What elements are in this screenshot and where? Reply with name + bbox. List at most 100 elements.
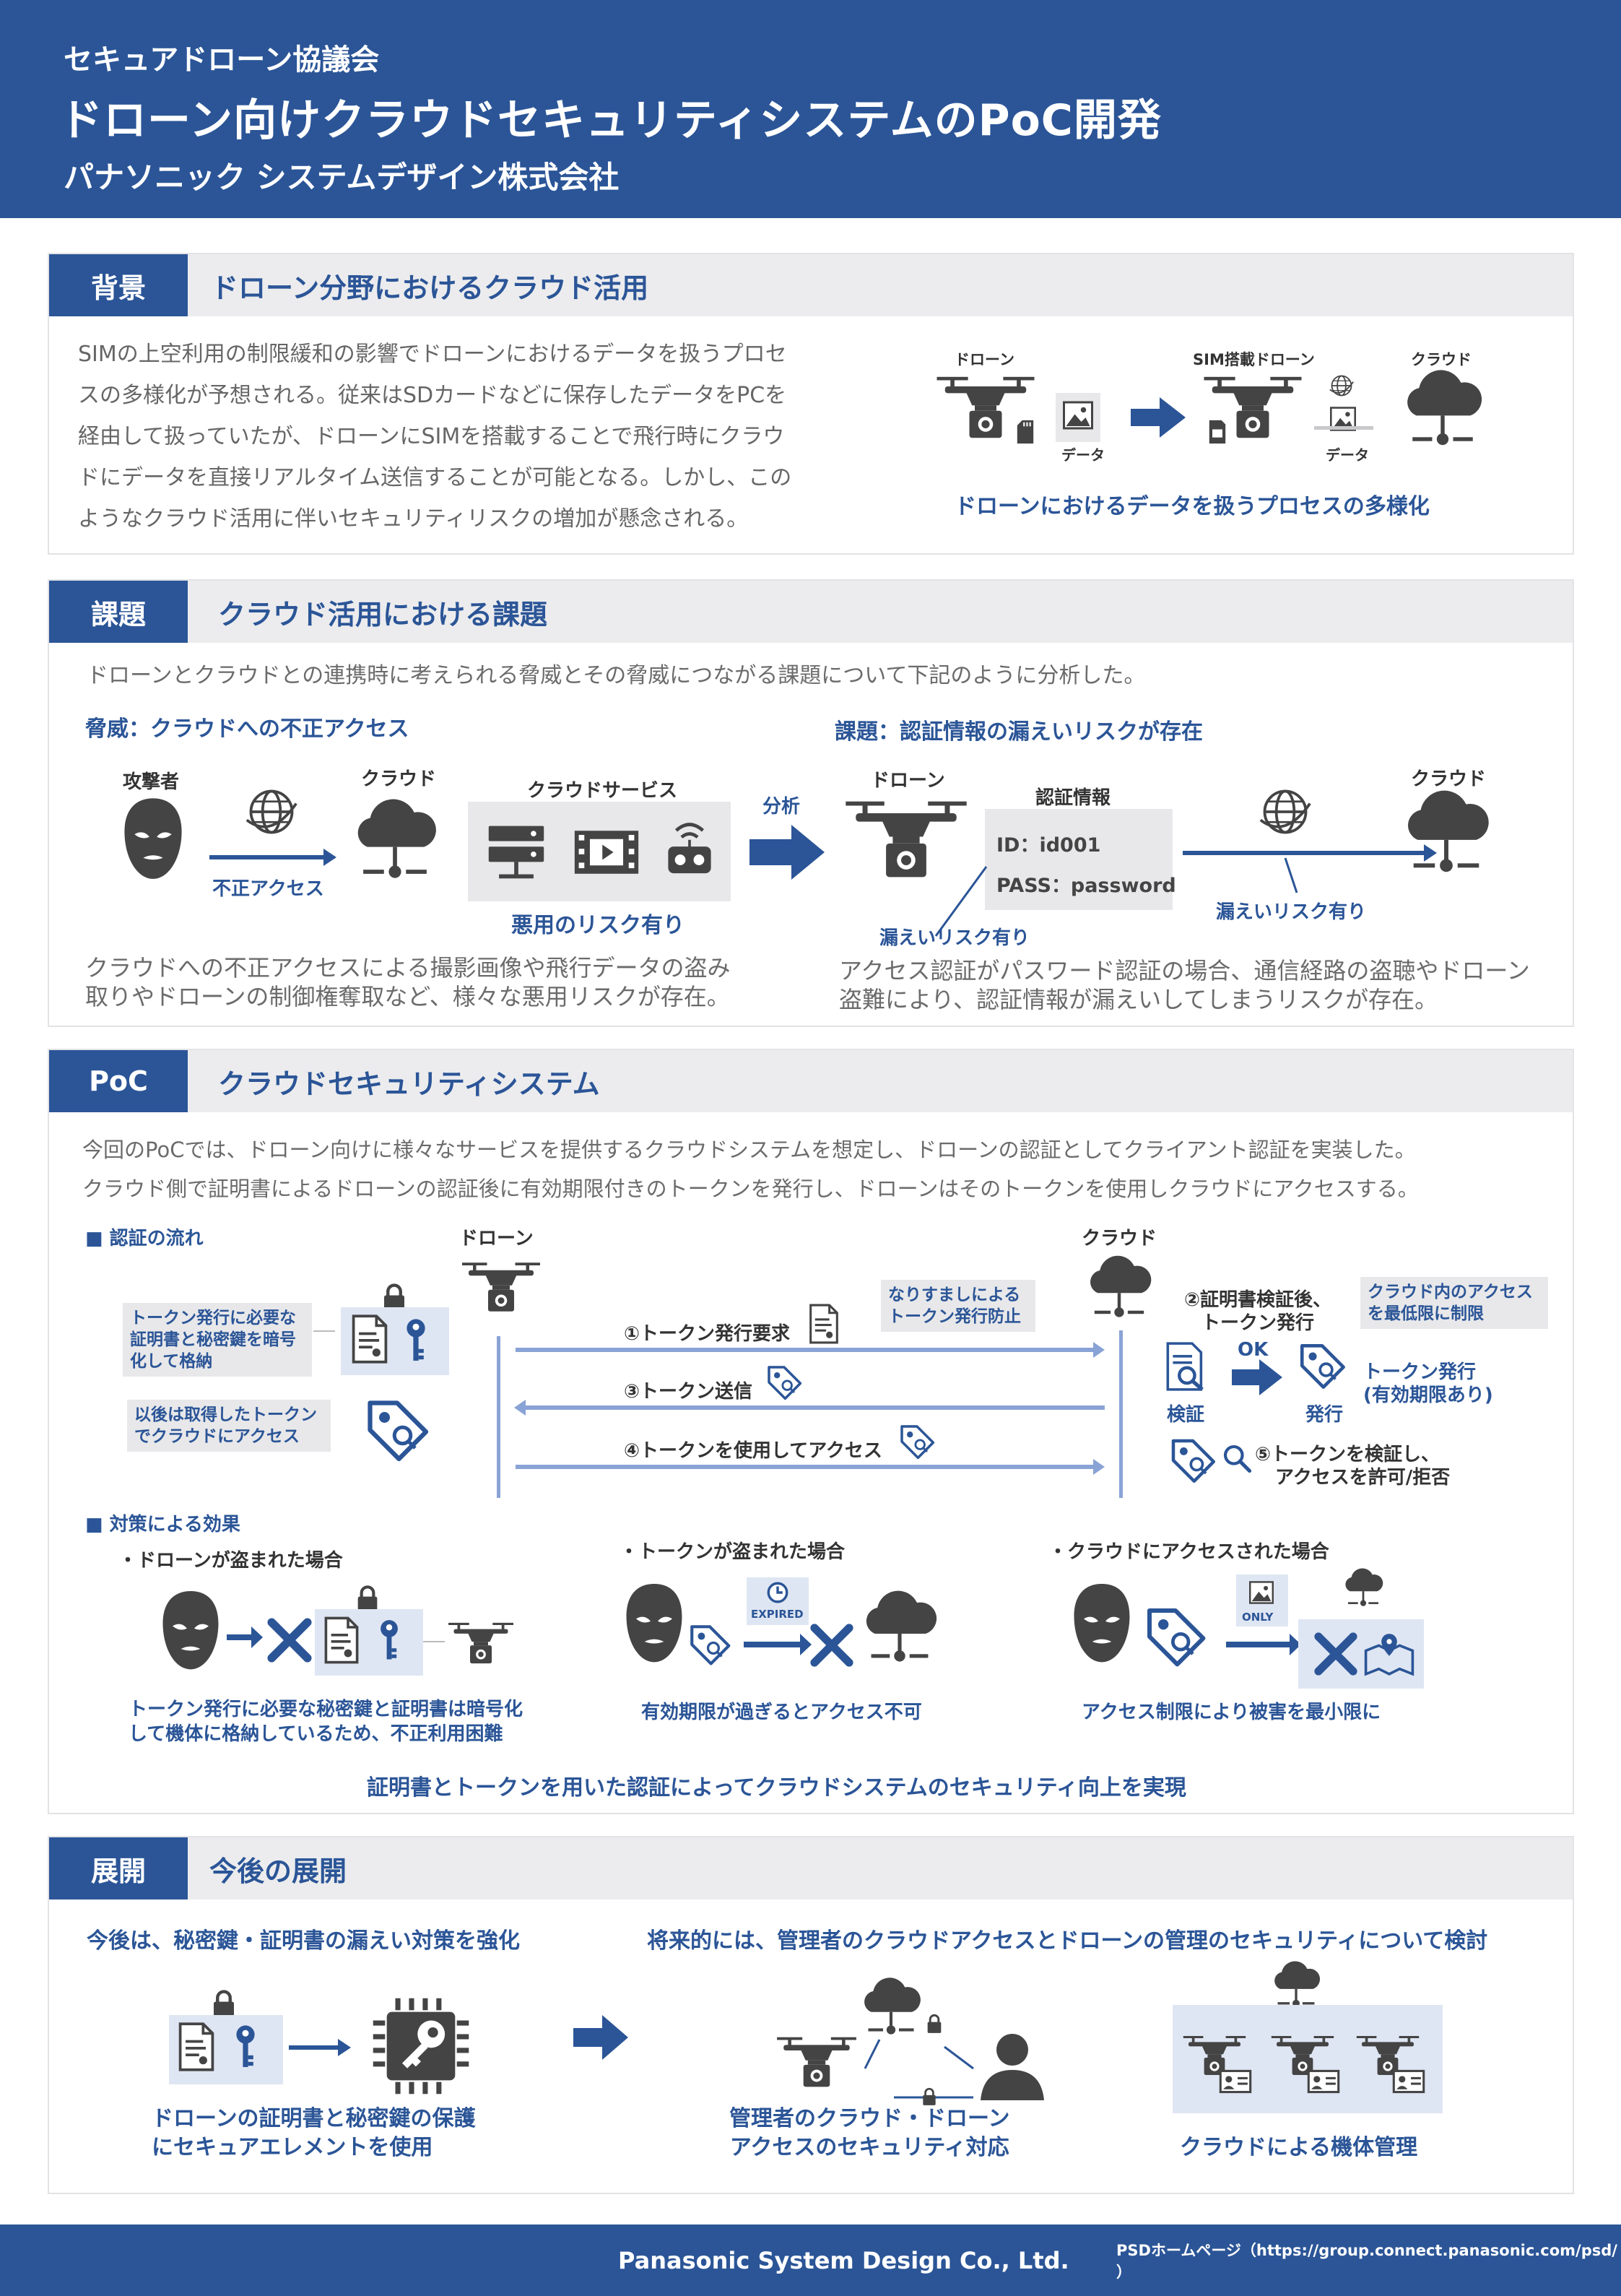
text-line: 取りやドローンの制御権奪取など、様々な悪用リスクが存在。: [85, 983, 730, 1010]
section-tag: 課題: [49, 581, 188, 643]
case2-heading: ・トークンが盗まれた場合: [620, 1541, 846, 1563]
auth-info-label: 認証情報: [1035, 787, 1111, 809]
connector-line: [313, 1330, 335, 1332]
process-arrow-icon: [1131, 397, 1186, 438]
fig-label-drone: ドローン: [955, 351, 1014, 368]
blocked-cross-icon: [809, 1622, 855, 1668]
fig-label-data: データ: [1326, 446, 1369, 464]
background-section: 背景 ドローン分野におけるクラウド活用 SIMの上空利用の制限緩和の影響でドロー…: [48, 253, 1574, 555]
certificate-icon: [176, 2021, 217, 2073]
clock-icon: [765, 1580, 790, 1605]
blocked-cross-icon: [266, 1616, 313, 1664]
key-icon: [403, 1316, 429, 1366]
id-card-icon: [1307, 2068, 1340, 2094]
map-icon: [1363, 1631, 1415, 1677]
unauthorized-label: 不正アクセス: [212, 878, 324, 900]
text-line: ②証明書検証後、: [1184, 1289, 1332, 1311]
case3-text: アクセス制限により被害を最小限に: [1082, 1702, 1381, 1723]
case2-text: 有効期限が過ぎるとアクセス不可: [641, 1702, 922, 1723]
step4-label: ④トークンを使用してアクセス: [624, 1440, 882, 1462]
issue-label: 発行: [1305, 1404, 1344, 1426]
poc-intro-1: 今回のPoCでは、ドローン向けに様々なサービスを提供するクラウドシステムを想定し…: [82, 1138, 1416, 1162]
page-header: セキュアドローン協議会 ドローン向けクラウドセキュリティシステムのPoC開発 パ…: [0, 0, 1621, 218]
globe-icon: [1258, 784, 1313, 839]
issues-intro: ドローンとクラウドとの連携時に考えられる脅威とその脅威につながる課題について下記…: [87, 663, 1146, 688]
text-line: ようなクラウド活用に伴いセキュリティリスクの増加が懸念される。: [78, 506, 749, 532]
magnify-icon: [1222, 1443, 1252, 1473]
page-footer: Panasonic System Design Co., Ltd. PSDホーム…: [0, 2224, 1621, 2296]
footer-homepage-link[interactable]: PSDホームページ（https://group.connect.panasoni…: [1116, 2241, 1617, 2281]
verify-icon: [1164, 1340, 1209, 1392]
drone-icon: [458, 1257, 544, 1317]
note-line: なりすましによる: [888, 1286, 1021, 1304]
key-icon: [232, 2022, 258, 2073]
text-line: 経由して扱っていたが、ドローンにSIMを搭載することで飛行時にクラウ: [78, 424, 785, 449]
future-right-heading: 将来的には、管理者のクラウドアクセスとドローンの管理のセキュリティについて検討: [647, 1928, 1488, 1954]
small-arrow-icon: [227, 1626, 263, 1648]
cloud-icon: [1082, 1254, 1157, 1325]
threat-heading: 脅威：クラウドへの不正アクセス: [85, 716, 409, 742]
cloud-lifeline: [1119, 1330, 1123, 1498]
note-line: トークン発行防止: [888, 1307, 1021, 1326]
text-line: アクセス認証がパスワード認証の場合、通信経路の盗聴やドローン: [839, 957, 1530, 984]
token-icon: [1141, 1602, 1210, 1671]
cloud-icon: [1396, 789, 1496, 881]
key-icon: [377, 1616, 401, 1665]
token-icon: [764, 1362, 804, 1403]
text-line: 管理者のクラウド・ドローン: [729, 2106, 1010, 2131]
cloud-label: クラウド: [361, 768, 437, 790]
controller-icon: [663, 816, 716, 878]
leak-risk-label: 漏えいリスク有り: [879, 927, 1030, 949]
small-arrow-icon: [744, 1634, 812, 1655]
drone-label: ドローン: [459, 1228, 534, 1249]
future-section: 展開 今後の展開 今後は、秘密鍵・証明書の漏えい対策を強化 将来的には、管理者の…: [48, 1836, 1574, 2194]
case1-text: トークン発行に必要な秘密鍵と証明書は暗号化 して機体に格納しているため、不正利用…: [129, 1697, 523, 1746]
poc-intro-2: クラウド側で証明書によるドローンの認証後に有効期限付きのトークンを発行し、ドロー…: [82, 1177, 1419, 1201]
note-line: クラウド内のアクセス: [1368, 1283, 1533, 1301]
future-mid-caption: 管理者のクラウド・ドローン アクセスのセキュリティ対応: [729, 2105, 1010, 2162]
spoof-note: なりすましによる トークン発行防止: [881, 1280, 1035, 1332]
note-line: 化して格納: [130, 1352, 213, 1371]
image-icon: [1248, 1580, 1275, 1605]
drone-lifeline: [497, 1336, 500, 1498]
token-icon: [1295, 1339, 1349, 1392]
future-right-caption: クラウドによる機体管理: [1180, 2135, 1418, 2160]
note-line: でクラウドにアクセス: [134, 1427, 300, 1446]
threat-description: クラウドへの不正アクセスによる撮影画像や飛行データの盗み 取りやドローンの制御権…: [85, 953, 730, 1011]
certificate-icon: [349, 1313, 390, 1365]
step3-label: ③トークン送信: [624, 1381, 753, 1403]
text-line: トークン発行に必要な秘密鍵と証明書は暗号化: [129, 1699, 523, 1720]
background-text: SIMの上空利用の制限緩和の影響でドローンにおけるデータを扱うプロセ スの多様化…: [78, 334, 887, 540]
text-line: アクセスを許可/拒否: [1275, 1467, 1451, 1489]
small-arrow-icon: [1226, 1634, 1301, 1655]
verify-label: 検証: [1167, 1404, 1205, 1426]
auth-info-box: [985, 809, 1173, 910]
cloud-icon: [347, 797, 443, 887]
text-line: トークン発行: [1363, 1361, 1477, 1383]
text-line: SIMの上空利用の制限緩和の影響でドローンにおけるデータを扱うプロセ: [78, 342, 787, 367]
step5-label: ⑤トークンを検証し、 アクセスを許可/拒否: [1255, 1443, 1450, 1489]
fig-label-cloud: クラウド: [1411, 351, 1472, 368]
lock-icon: [921, 2087, 937, 2106]
protect-arrow: [289, 2039, 351, 2056]
note-line: 以後は取得したトークン: [134, 1405, 317, 1424]
text-line: して機体に格納しているため、不正利用困難: [129, 1723, 503, 1745]
ok-arrow-icon: [1232, 1359, 1282, 1395]
id-value: ID：id001: [996, 834, 1101, 857]
cloud-label: クラウド: [1082, 1228, 1157, 1249]
attacker-label: 攻撃者: [123, 771, 180, 793]
section-header: PoC クラウドセキュリティシステム: [49, 1050, 1573, 1112]
text-line: ドローンの証明書と秘密鍵の保護: [152, 2106, 476, 2131]
note-line: トークン発行に必要な: [130, 1309, 296, 1327]
misuse-risk-label: 悪用のリスク有り: [511, 913, 685, 938]
company-name: パナソニック システムデザイン株式会社: [64, 160, 620, 195]
organization-name: セキュアドローン協議会: [64, 43, 380, 77]
step3-arrow: [514, 1400, 1105, 1416]
page-title: ドローン向けクラウドセキュリティシステムのPoC開発: [59, 95, 1162, 146]
certificate-icon: [322, 1615, 361, 1665]
store-note: トークン発行に必要な 証明書と秘密鍵を暗号 化して格納: [123, 1303, 312, 1377]
section-tag: 展開: [49, 1837, 188, 1899]
step1-arrow: [516, 1342, 1105, 1358]
cloud-icon: [1396, 368, 1489, 454]
id-card-icon: [1219, 2068, 1252, 2094]
